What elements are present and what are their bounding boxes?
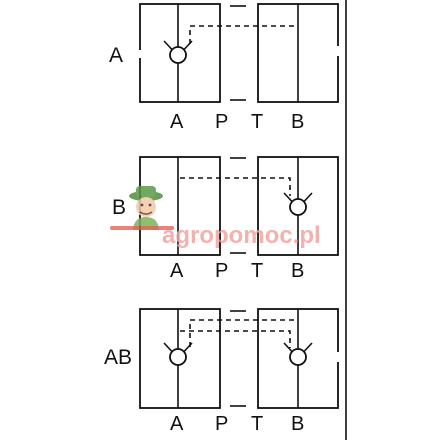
port-label: B [291,413,304,435]
port-label: P [215,260,228,282]
port-label: T [251,260,263,282]
symbol-label: A [109,44,123,67]
pilot-line [189,319,296,347]
left-block [139,308,221,409]
symbol-label: AB [104,346,132,369]
port-label: A [170,260,184,282]
port-label: T [251,413,263,435]
check-valve-icon [163,40,193,64]
check-valve-icon [283,342,313,366]
port-label: A [170,111,184,133]
port-label: P [215,413,228,435]
port-label: P [215,111,228,133]
port-label: B [291,260,304,282]
pilot-line [189,25,296,44]
watermark-text: agropomoc.pl [162,222,321,249]
port-label: B [291,111,304,133]
check-valve-icon [283,192,313,216]
watermark: agropomoc.pl [110,186,321,249]
symbol-label: B [112,196,126,219]
watermark-red-stroke [110,226,174,230]
symbol-ab: AB A P T B [104,308,340,435]
pilot-line [180,177,291,196]
farmer-mascot-icon [129,186,163,230]
symbol-a: A A P T B [109,3,340,133]
port-label: A [170,413,184,435]
check-valve-icon [163,342,193,366]
symbol-b: B A P T B [112,156,339,282]
port-label: T [251,111,263,133]
pilot-line [180,330,291,348]
